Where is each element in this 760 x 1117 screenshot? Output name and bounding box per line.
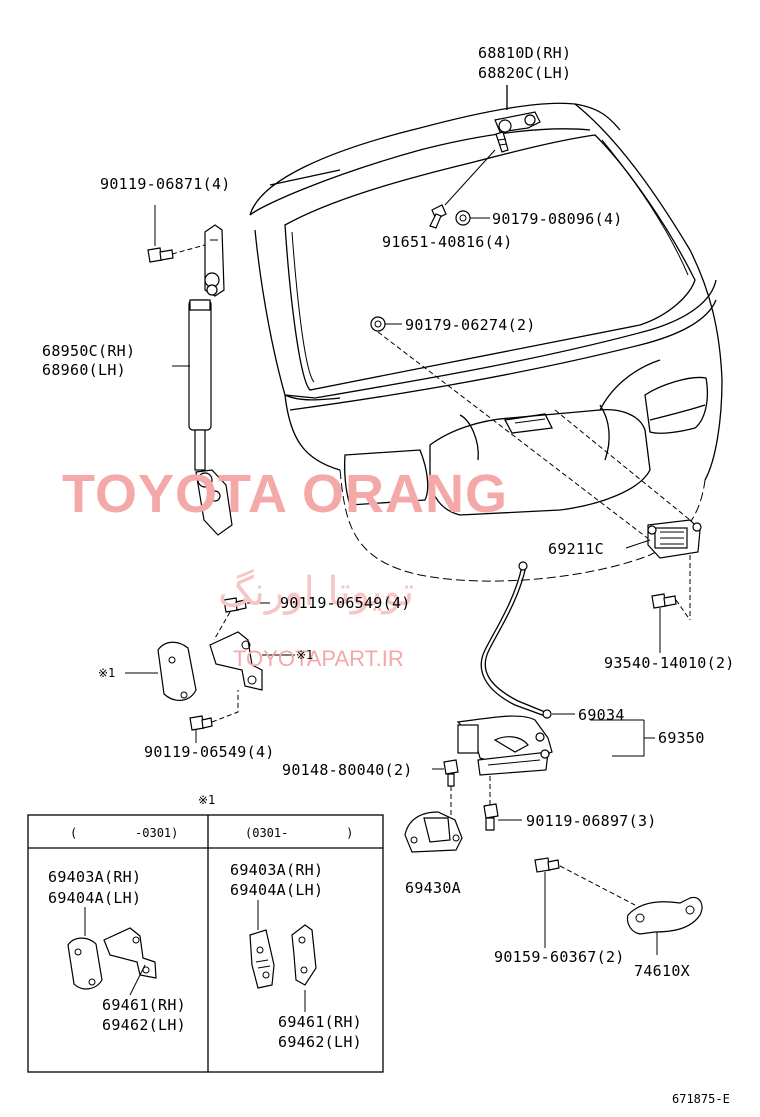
- label-cable: 69034: [578, 706, 625, 724]
- label-mark-left: ※1: [98, 666, 115, 680]
- nut-mid-part: [370, 316, 691, 541]
- inset-col2-bottom-lh: 69462(LH): [278, 1033, 362, 1051]
- label-bolt-lock: 90148-80040(2): [282, 761, 413, 779]
- label-top-hinge-lh: 68820C(LH): [478, 64, 571, 82]
- bolt-lock-part: [432, 759, 459, 815]
- label-bolt-striker: 90119-06897(3): [526, 812, 657, 830]
- watermark-persian: تویوتا اورنگ: [218, 569, 414, 615]
- label-strut-rh: 68950C(RH): [42, 342, 135, 360]
- label-lock-cylinder: 69211C: [548, 540, 604, 558]
- inset-col2-top-rh: 69403A(RH): [230, 861, 323, 879]
- striker-part: [404, 811, 463, 853]
- hinge-bracket-parts: [125, 597, 295, 743]
- stud-top-part: [429, 149, 496, 229]
- inset-col1-top-rh: 69403A(RH): [48, 868, 141, 886]
- inset-col2-top-lh: 69404A(LH): [230, 881, 323, 899]
- label-bolt-hinge: 90119-06871(4): [100, 175, 231, 193]
- inset-col1-top-lh: 69404A(LH): [48, 889, 141, 907]
- inset-col1-bottom-rh: 69461(RH): [102, 996, 186, 1014]
- label-strut-lh: 68960(LH): [42, 361, 126, 379]
- watermark-url: TOYOTAPART.IR: [233, 646, 404, 671]
- lock-cylinder-part: [625, 519, 702, 653]
- label-screw-right: 93540-14010(2): [604, 654, 735, 672]
- gas-strut-part: [147, 205, 233, 536]
- inset-col1-bottom-lh: 69462(LH): [102, 1016, 186, 1034]
- handle-parts: [534, 857, 703, 955]
- bolt-striker-part: [483, 776, 522, 831]
- label-top-hinge-rh: 68810D(RH): [478, 44, 571, 62]
- label-mark-right: ※1: [296, 648, 313, 662]
- label-lock-assembly: 69350: [658, 729, 705, 747]
- inset-table: [27, 814, 384, 1073]
- cable-part: [480, 561, 575, 719]
- inset-col2-header: (0301- ): [245, 826, 353, 840]
- label-striker: 69430A: [405, 879, 461, 897]
- label-nut-top: 90179-08096(4): [492, 210, 623, 228]
- top-hinge-part: [494, 85, 541, 153]
- inset-col2-bottom-rh: 69461(RH): [278, 1013, 362, 1031]
- label-stud-top: 91651-40816(4): [382, 233, 513, 251]
- lock-assembly-part: [456, 715, 655, 776]
- watermark-brand: TOYOTA ORANG: [62, 464, 508, 524]
- label-inset-mark: ※1: [198, 793, 215, 807]
- label-screw-handle: 90159-60367(2): [494, 948, 625, 966]
- label-bolt-upper: 90119-06549(4): [280, 594, 411, 612]
- label-nut-mid: 90179-06274(2): [405, 316, 536, 334]
- label-figure-id: 671875-E: [672, 1092, 730, 1106]
- back-door-panel: [249, 102, 723, 582]
- label-handle: 74610X: [634, 962, 690, 980]
- inset-col1-header: ( -0301): [70, 826, 178, 840]
- label-bolt-lower: 90119-06549(4): [144, 743, 275, 761]
